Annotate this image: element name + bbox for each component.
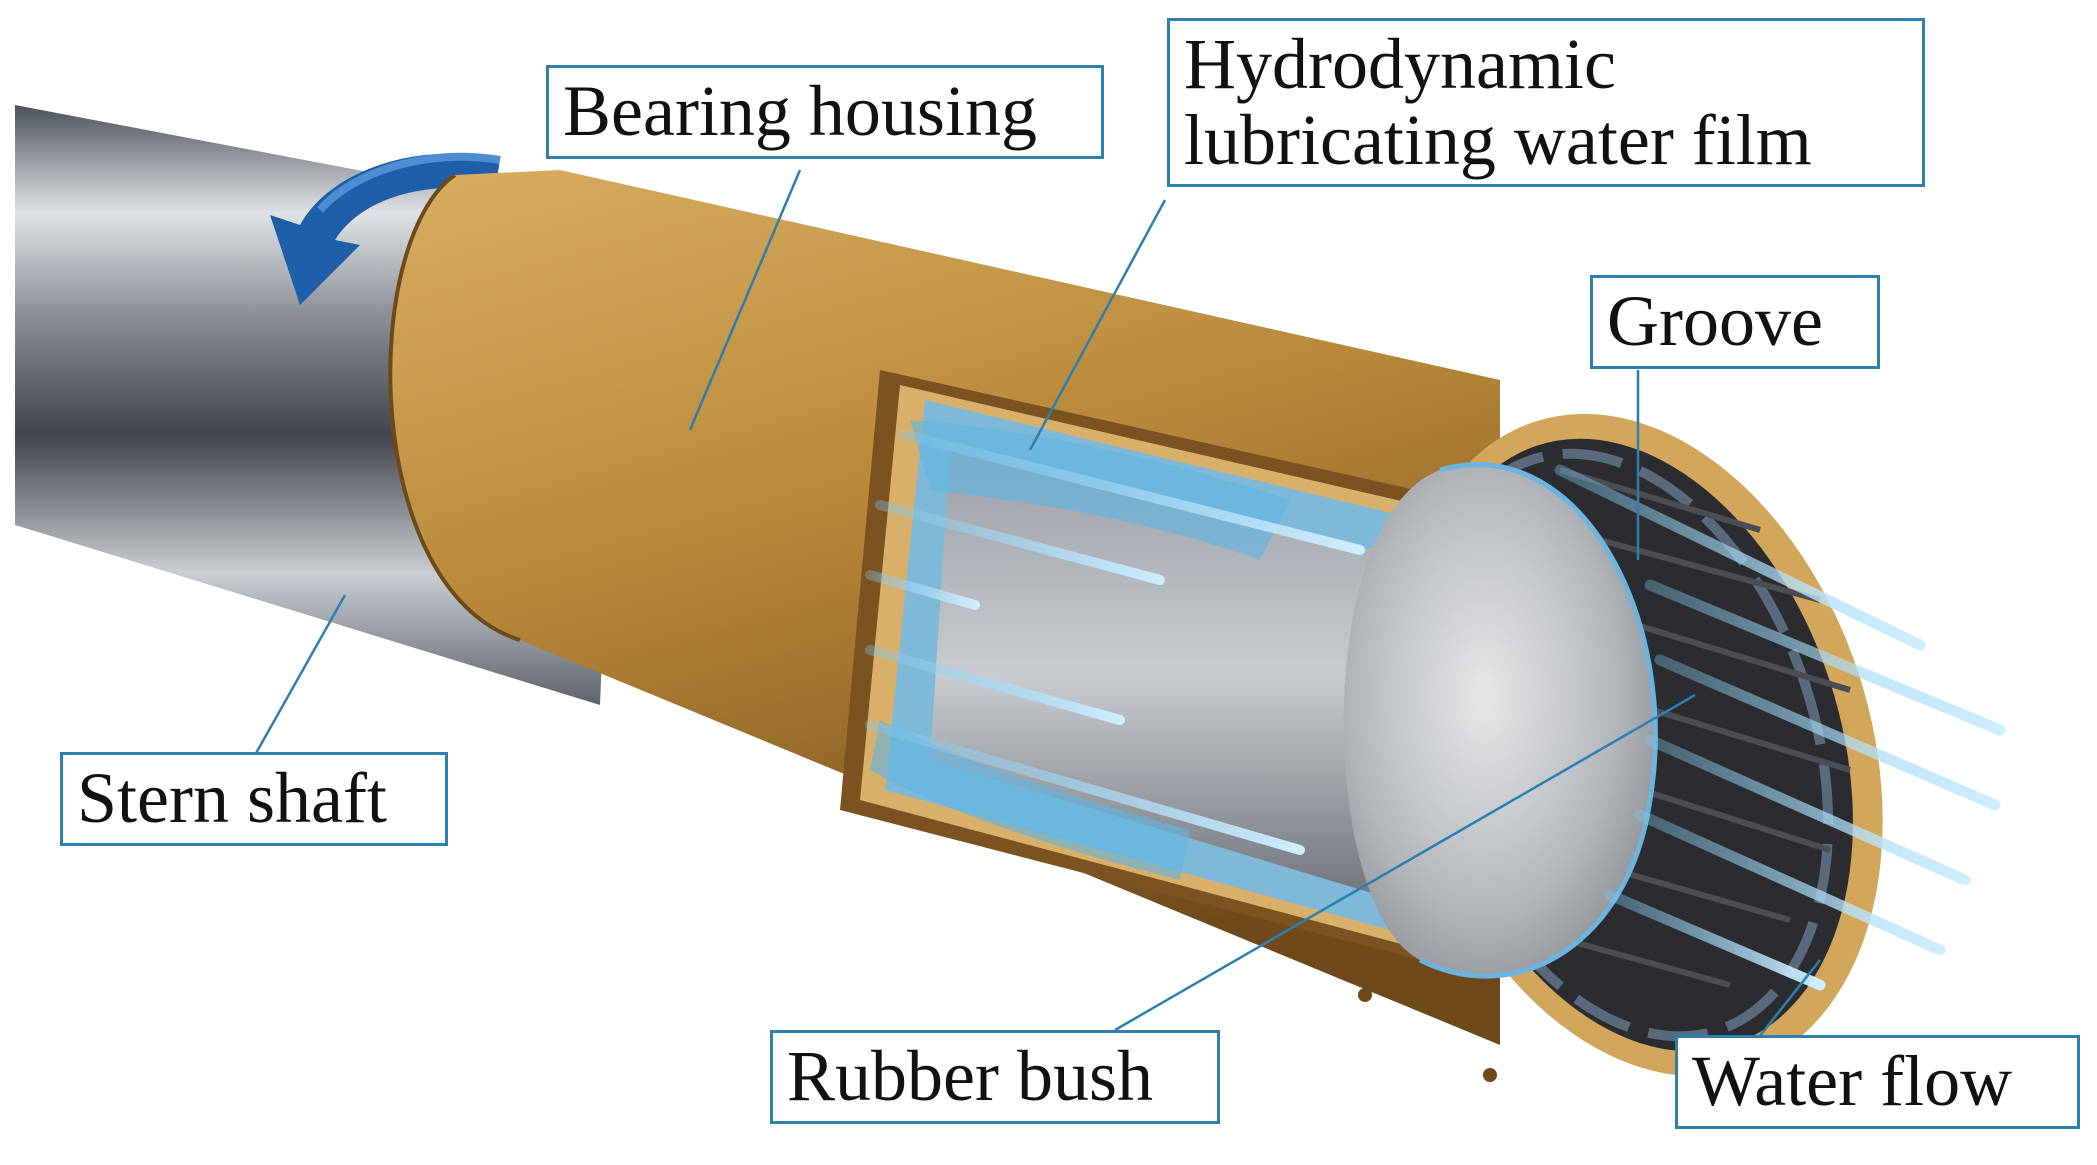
rubber-bush-text: Rubber bush (787, 1036, 1153, 1116)
water-film-line2: lubricating water film (1184, 99, 1812, 180)
bolt-holes (1358, 988, 1497, 1082)
water-film (870, 420, 1290, 880)
label-water-film: Hydrodynamic lubricating water film (1167, 18, 1925, 188)
shaft-end-face (1343, 462, 1658, 979)
inner-shaft (930, 450, 1420, 900)
label-stern-shaft: Stern shaft (60, 752, 448, 846)
label-bearing-housing: Bearing housing (546, 65, 1104, 159)
water-flow-text: Water flow (1692, 1041, 2013, 1121)
water-flow-streams (1554, 464, 2006, 991)
label-water-flow: Water flow (1675, 1035, 2080, 1129)
rotation-arrow-icon (270, 152, 501, 305)
stern-shaft-text: Stern shaft (77, 758, 387, 838)
groove-text: Groove (1607, 281, 1823, 361)
bearing-housing-text: Bearing housing (563, 71, 1037, 151)
label-groove: Groove (1590, 275, 1880, 369)
internal-water-streams (865, 430, 1365, 855)
water-film-line1: Hydrodynamic (1184, 24, 1616, 104)
label-rubber-bush: Rubber bush (770, 1030, 1220, 1124)
